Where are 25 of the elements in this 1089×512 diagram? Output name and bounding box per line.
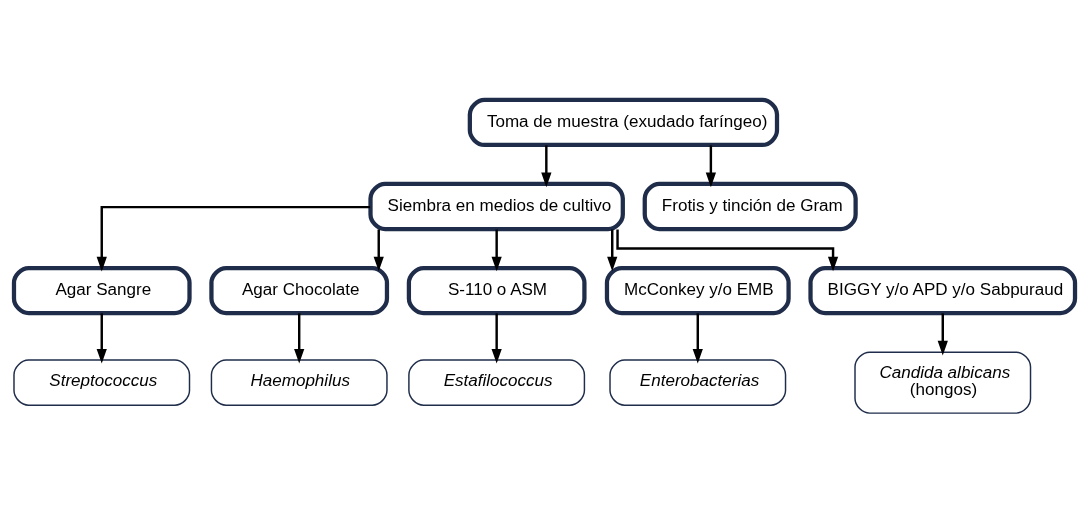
node-box: Enterobacterias	[609, 358, 787, 406]
node-box: Toma de muestra (exudado faríngeo)	[467, 97, 780, 147]
arrow	[937, 312, 948, 356]
arrow	[96, 205, 371, 271]
arrow	[607, 229, 618, 271]
arrow	[491, 229, 502, 271]
arrow	[705, 144, 716, 187]
node-box: Siembra en medios de cultivo	[368, 181, 625, 231]
node-box: S-110 o ASM	[406, 265, 587, 315]
arrow	[96, 312, 107, 364]
arrow	[541, 144, 552, 187]
node-box: Agar Chocolate	[209, 265, 390, 315]
node-box: BIGGY y/o APD y/o Sabpuraud	[808, 265, 1078, 315]
node-box: Estafilococcus	[408, 358, 586, 406]
arrow	[692, 312, 703, 364]
node-box: Agar Sangre	[11, 265, 192, 315]
arrow	[616, 229, 839, 271]
node-box: Candida albicans (hongos)	[854, 350, 1032, 414]
node-box: Frotis y tinción de Gram	[642, 181, 858, 231]
node-box: Haemophilus	[210, 358, 388, 406]
arrow	[491, 312, 502, 364]
arrow	[373, 229, 384, 271]
arrow	[294, 312, 305, 364]
node-box: Streptococcus	[13, 358, 191, 406]
node-box: McConkey y/o EMB	[604, 265, 791, 315]
